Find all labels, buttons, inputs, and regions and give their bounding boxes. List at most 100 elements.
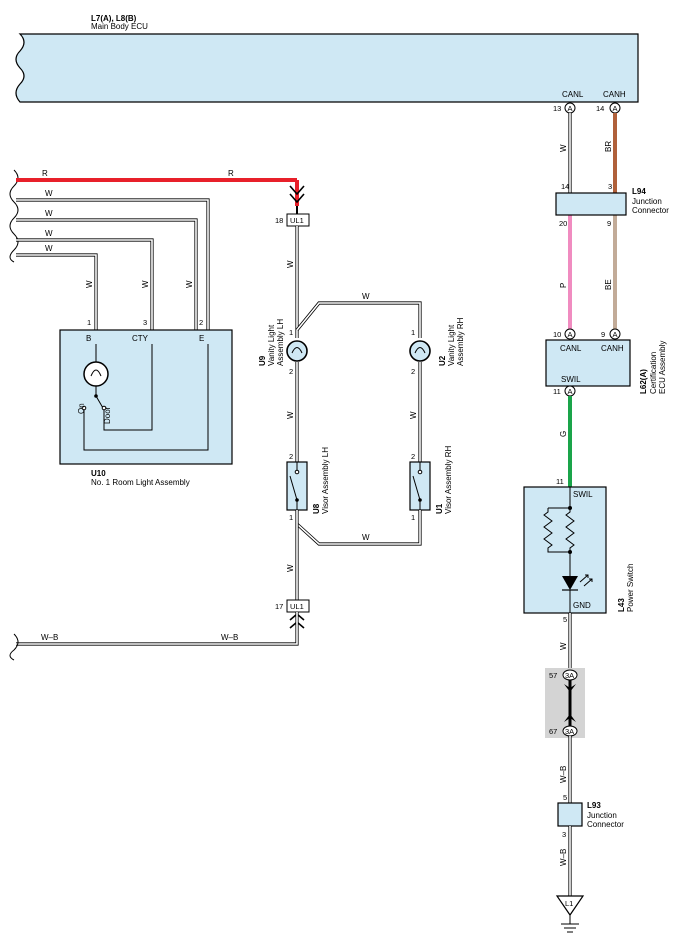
ecu-conn-label-1: A — [568, 104, 573, 113]
wire-label-w-gnd: W — [559, 642, 568, 650]
u2-id: U2 — [438, 355, 447, 366]
l62-pin-11: 11 — [553, 387, 561, 396]
left-input-wires: R R W W W W W W W — [9, 169, 305, 330]
l93-name-2: Connector — [587, 820, 624, 829]
u2-name-1: Vanity Light — [447, 324, 456, 366]
break-mark-top — [9, 169, 19, 263]
u8-pin-2: 2 — [289, 452, 293, 461]
ground-id: L1 — [565, 899, 573, 908]
wire-label-g: G — [559, 431, 568, 437]
ul1-top-label: UL1 — [290, 216, 304, 225]
wire-label-w-top: W — [362, 292, 370, 301]
vanity-light-lh-u9: 1 2 U9 Vanity Light Assembly LH — [258, 319, 308, 376]
l94-pin-3: 3 — [608, 182, 612, 191]
u10-pin-b: B — [86, 334, 91, 343]
l43-pin-11: 11 — [556, 477, 564, 486]
break-mark-bottom — [9, 633, 19, 661]
ground-icon — [555, 895, 585, 917]
bulb-icon-u10 — [83, 361, 109, 387]
wire-label-w-bottom: W — [362, 533, 370, 542]
wire-label-w-g: W — [185, 280, 194, 288]
wire-label-w-canl: W — [559, 144, 568, 152]
wire-label-w-f: W — [141, 280, 150, 288]
l93-pin-3: 3 — [562, 830, 566, 839]
jc-3a-label-top: 3A — [565, 671, 574, 680]
u10-name: No. 1 Room Light Assembly — [91, 478, 190, 487]
visor-assembly-rh-u1: 2 1 U1 Visor Assembly RH — [409, 445, 453, 522]
u10-pin-e: E — [199, 334, 204, 343]
u10-id: U10 — [91, 469, 106, 478]
u8-name: Visor Assembly LH — [321, 447, 330, 514]
wire-label-w-v1: W — [286, 260, 295, 268]
wire-label-w-d: W — [45, 244, 53, 253]
l94-pin-20: 20 — [559, 219, 567, 228]
jc-3a-label-bottom: 3A — [565, 727, 574, 736]
can-wires: W BR P BE — [559, 113, 617, 330]
wire-label-wb-2: W–B — [559, 849, 568, 866]
wire-label-wb-3: W–B — [41, 633, 58, 642]
l43-id: L43 — [617, 598, 626, 612]
wire-label-w-v2: W — [286, 411, 295, 419]
u10-switch-door: Door — [103, 406, 112, 424]
ul1-bottom-label: UL1 — [290, 602, 304, 611]
ecu-pin-canl: CANL — [562, 90, 584, 99]
l62-name-1: Certification — [649, 352, 658, 394]
junction-dot-bottom — [568, 550, 572, 554]
ecu-id: L7(A), L8(B) — [91, 14, 137, 23]
wire-label-p: P — [559, 283, 568, 288]
led-icon — [562, 576, 578, 590]
wire-label-r-1: R — [42, 169, 48, 178]
vanity-light-rh-u2: 1 2 U2 Vanity Light Assembly RH — [409, 317, 465, 376]
u10-switch-on: On — [77, 403, 86, 414]
wire-label-w-b: W — [45, 209, 53, 218]
jc-3a-shade — [545, 668, 585, 738]
junction-connector-l94: 14 3 20 9 L94 Junction Connector — [555, 182, 669, 228]
l62-conn-label-1: A — [568, 330, 573, 339]
wire-label-w-a: W — [45, 189, 53, 198]
l94-id: L94 — [632, 187, 646, 196]
u10-pin-1: 1 — [87, 318, 91, 327]
l43-pin-5: 5 — [563, 615, 567, 624]
power-switch-resistors — [543, 487, 575, 613]
l62-pin-10: 10 — [553, 330, 561, 339]
ul1-pin-18: 18 — [275, 216, 283, 225]
junction-dot-top — [568, 506, 572, 510]
u9-pin-2: 2 — [289, 367, 293, 376]
l93-pin-5: 5 — [563, 793, 567, 802]
wire-label-w-e: W — [85, 280, 94, 288]
l62-id: L62(A) — [639, 369, 648, 394]
u10-pin-2: 2 — [199, 318, 203, 327]
wire-label-w-v4: W — [286, 564, 295, 572]
visor-assembly-lh-u8: 2 1 U8 Visor Assembly LH — [286, 447, 330, 522]
l94-pin-14: 14 — [561, 182, 569, 191]
l62-pin-canh: CANH — [601, 344, 624, 353]
connector-ul1-bottom: UL1 17 — [275, 599, 310, 629]
certification-ecu-l62: A A 10 9 CANL CANH SWIL A 11 L62(A) Cert… — [545, 328, 667, 397]
u8-pin-1: 1 — [289, 513, 293, 522]
left-ground-wire: W–B W–B — [9, 612, 299, 661]
ecu-conn-label-2: A — [613, 104, 618, 113]
ul1-pin-17: 17 — [275, 602, 283, 611]
u1-pin-1: 1 — [411, 513, 415, 522]
jc-3a-pin-67: 67 — [549, 727, 557, 736]
l62-name-2: ECU Assembly — [658, 341, 667, 394]
u10-pin-cty: CTY — [132, 334, 149, 343]
u2-pin-2: 2 — [411, 367, 415, 376]
connector-ul1-top: UL1 18 — [275, 206, 310, 227]
u1-pin-2: 2 — [411, 452, 415, 461]
wire-label-wb-1: W–B — [559, 766, 568, 783]
l62-connector-canl — [564, 328, 576, 340]
bulb-icon-u2 — [409, 340, 431, 362]
wire-label-r-2: R — [228, 169, 234, 178]
ecu-pin-14: 14 — [596, 104, 604, 113]
ecu-pin-canh: CANH — [603, 90, 626, 99]
junction-connector-3a: 3A 57 3A 67 — [545, 668, 585, 738]
wire-label-wb-4: W–B — [221, 633, 238, 642]
l62-conn-label-3: A — [568, 387, 573, 396]
u9-pin-1: 1 — [289, 328, 293, 337]
u9-name-2: Assembly LH — [276, 319, 285, 366]
l43-name: Power Switch — [626, 564, 635, 612]
u10-pin-3: 3 — [143, 318, 147, 327]
wire-label-w-v3: W — [409, 411, 418, 419]
